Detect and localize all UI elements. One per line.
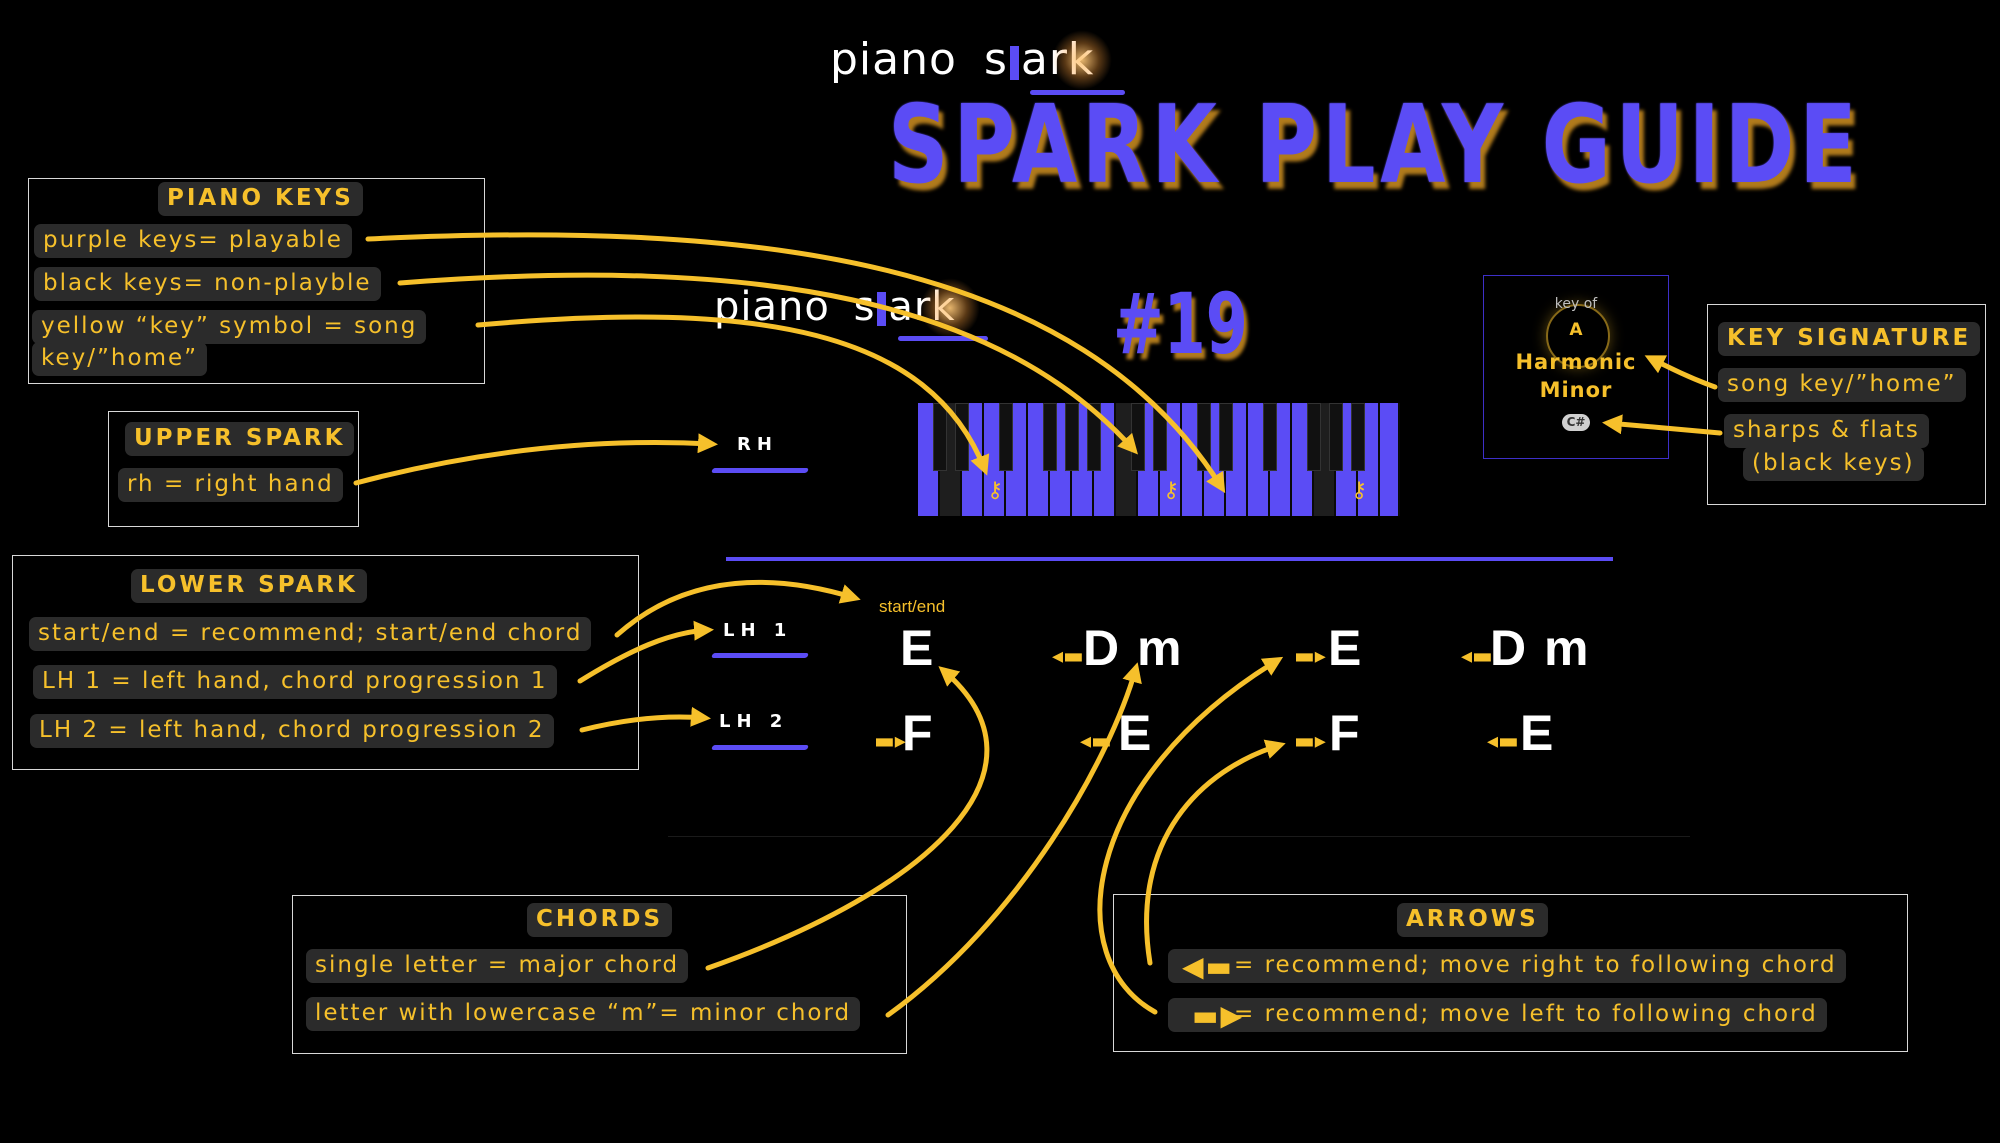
hand-underline	[711, 468, 809, 473]
hand-label-rh: RH	[737, 434, 778, 455]
piano-black-key	[955, 403, 969, 471]
chord-lh1-4: D m	[1490, 620, 1591, 676]
key-tonic: A	[1569, 320, 1583, 340]
key-signature-item-blackkeys: (black keys)	[1743, 447, 1924, 481]
piano-keys-item-yellow: yellow “key” symbol = song	[32, 310, 427, 344]
piano-white-key	[1380, 403, 1400, 516]
piano-black-key	[933, 403, 947, 471]
logo-p-bar	[1009, 46, 1019, 80]
chords-item-major: single letter = major chord	[306, 949, 689, 983]
arrow-left-icon: ◂▬	[1080, 729, 1112, 754]
piano-black-key	[1351, 403, 1365, 471]
logo-text-left: piano	[830, 34, 957, 85]
arrow-right-icon: ▬▸	[1294, 644, 1326, 669]
upper-spark-heading: UPPER SPARK	[125, 422, 355, 456]
piano-black-key	[1131, 403, 1145, 471]
logo-glow-icon	[1052, 30, 1112, 90]
start-end-label: start/end	[879, 597, 946, 616]
chord-lh2-1: F	[902, 705, 935, 761]
key-signature-heading: KEY SIGNATURE	[1718, 322, 1981, 356]
key-symbol-icon: ⚷	[1162, 478, 1180, 503]
bottom-divider	[668, 836, 1690, 837]
chord-lh2-2: E	[1118, 705, 1154, 761]
logo-swoosh	[898, 336, 988, 341]
chord-lh1-2: D m	[1083, 620, 1184, 676]
hand-underline	[711, 653, 809, 658]
chord-lh2-3: F	[1329, 705, 1362, 761]
arrows-item-right-text: = recommend; move left to following chor…	[1234, 1001, 1818, 1027]
lower-spark-item-startend: start/end = recommend; start/end chord	[29, 617, 592, 651]
lower-spark-item-lh1: LH 1 = left hand, chord progression 1	[33, 665, 557, 699]
key-mode-line2: Minor	[1539, 378, 1613, 402]
piano-black-key	[1219, 403, 1233, 471]
key-symbol-icon: ⚷	[1350, 478, 1368, 503]
arrow-left-icon: ◂▬	[1052, 644, 1084, 669]
chords-item-minor: letter with lowercase “m”= minor chord	[306, 997, 861, 1031]
logo-text-s: s	[983, 34, 1008, 85]
logo-swoosh	[1030, 90, 1125, 95]
arrows-item-left-text: = recommend; move right to following cho…	[1234, 952, 1837, 978]
chord-lh2-4: E	[1520, 705, 1556, 761]
arrows-item-right-arrow: ▬▶ = recommend; move left to following c…	[1168, 998, 1827, 1032]
piano-black-key	[1263, 403, 1277, 471]
arrows-heading: ARROWS	[1397, 903, 1548, 937]
page-title: SPARK PLAY GUIDE	[888, 83, 1862, 208]
hand-label-lh1: LH 1	[723, 620, 793, 641]
logo-p-bar	[877, 292, 887, 326]
key-signature-item-sharps: sharps & flats	[1724, 414, 1929, 448]
hand-label-lh2: LH 2	[719, 711, 789, 732]
logo-piano-spark-top: piano sark	[830, 30, 1125, 95]
logo-text-s: s	[853, 284, 876, 330]
piano-black-key	[999, 403, 1013, 471]
upper-spark-item-rh: rh = right hand	[118, 468, 343, 502]
piano-black-key	[1153, 403, 1167, 471]
hand-underline	[711, 745, 809, 750]
key-mode-line1: Harmonic	[1515, 350, 1637, 374]
piano-black-key	[1329, 403, 1343, 471]
guide-number: #19	[1113, 275, 1248, 373]
piano-black-key	[1043, 403, 1057, 471]
logo-piano-spark-mid: piano sark	[714, 278, 988, 341]
piano-black-key	[1065, 403, 1079, 471]
key-signature-panel: key of A Harmonic Minor C#	[1483, 275, 1669, 459]
piano-keys-heading: PIANO KEYS	[158, 182, 363, 216]
callout-rh	[353, 433, 718, 486]
arrow-right-icon: ▬▸	[1294, 729, 1326, 754]
arrow-left-icon: ◂▬	[1461, 644, 1493, 669]
piano-keys-item-black: black keys= non-playble	[34, 267, 381, 301]
arrows-item-left-arrow: ◀▬ = recommend; move right to following …	[1168, 949, 1846, 983]
accidental-badge: C#	[1562, 414, 1590, 431]
logo-text-left: piano	[714, 284, 830, 330]
piano-keys-item-purple: purple keys= playable	[34, 224, 352, 258]
chords-heading: CHORDS	[527, 903, 673, 937]
chord-lh1-1: E	[900, 620, 936, 676]
key-symbol-icon: ⚷	[986, 478, 1004, 503]
arrow-left-icon: ◀▬	[1182, 950, 1234, 983]
chord-lh1-3: E	[1328, 620, 1364, 676]
piano-keys-item-yellow-cont: key/”home”	[32, 342, 208, 376]
piano-black-key	[1307, 403, 1321, 471]
section-divider	[726, 557, 1613, 561]
arrow-right-icon: ▬▶	[1192, 999, 1244, 1032]
key-signature-item-home: song key/”home”	[1718, 368, 1966, 402]
lower-spark-heading: LOWER SPARK	[131, 569, 367, 603]
arrow-left-icon: ◂▬	[1487, 729, 1519, 754]
key-signature-legend	[1707, 304, 1986, 505]
lightbulb-icon	[1546, 304, 1610, 368]
lower-spark-item-lh2: LH 2 = left hand, chord progression 2	[30, 714, 554, 748]
logo-glow-icon	[920, 278, 980, 338]
piano-black-key	[1087, 403, 1101, 471]
piano-keyboard: ⚷ ⚷ ⚷	[918, 403, 1400, 516]
piano-black-key	[1197, 403, 1211, 471]
key-of-label: key of	[1554, 296, 1598, 312]
